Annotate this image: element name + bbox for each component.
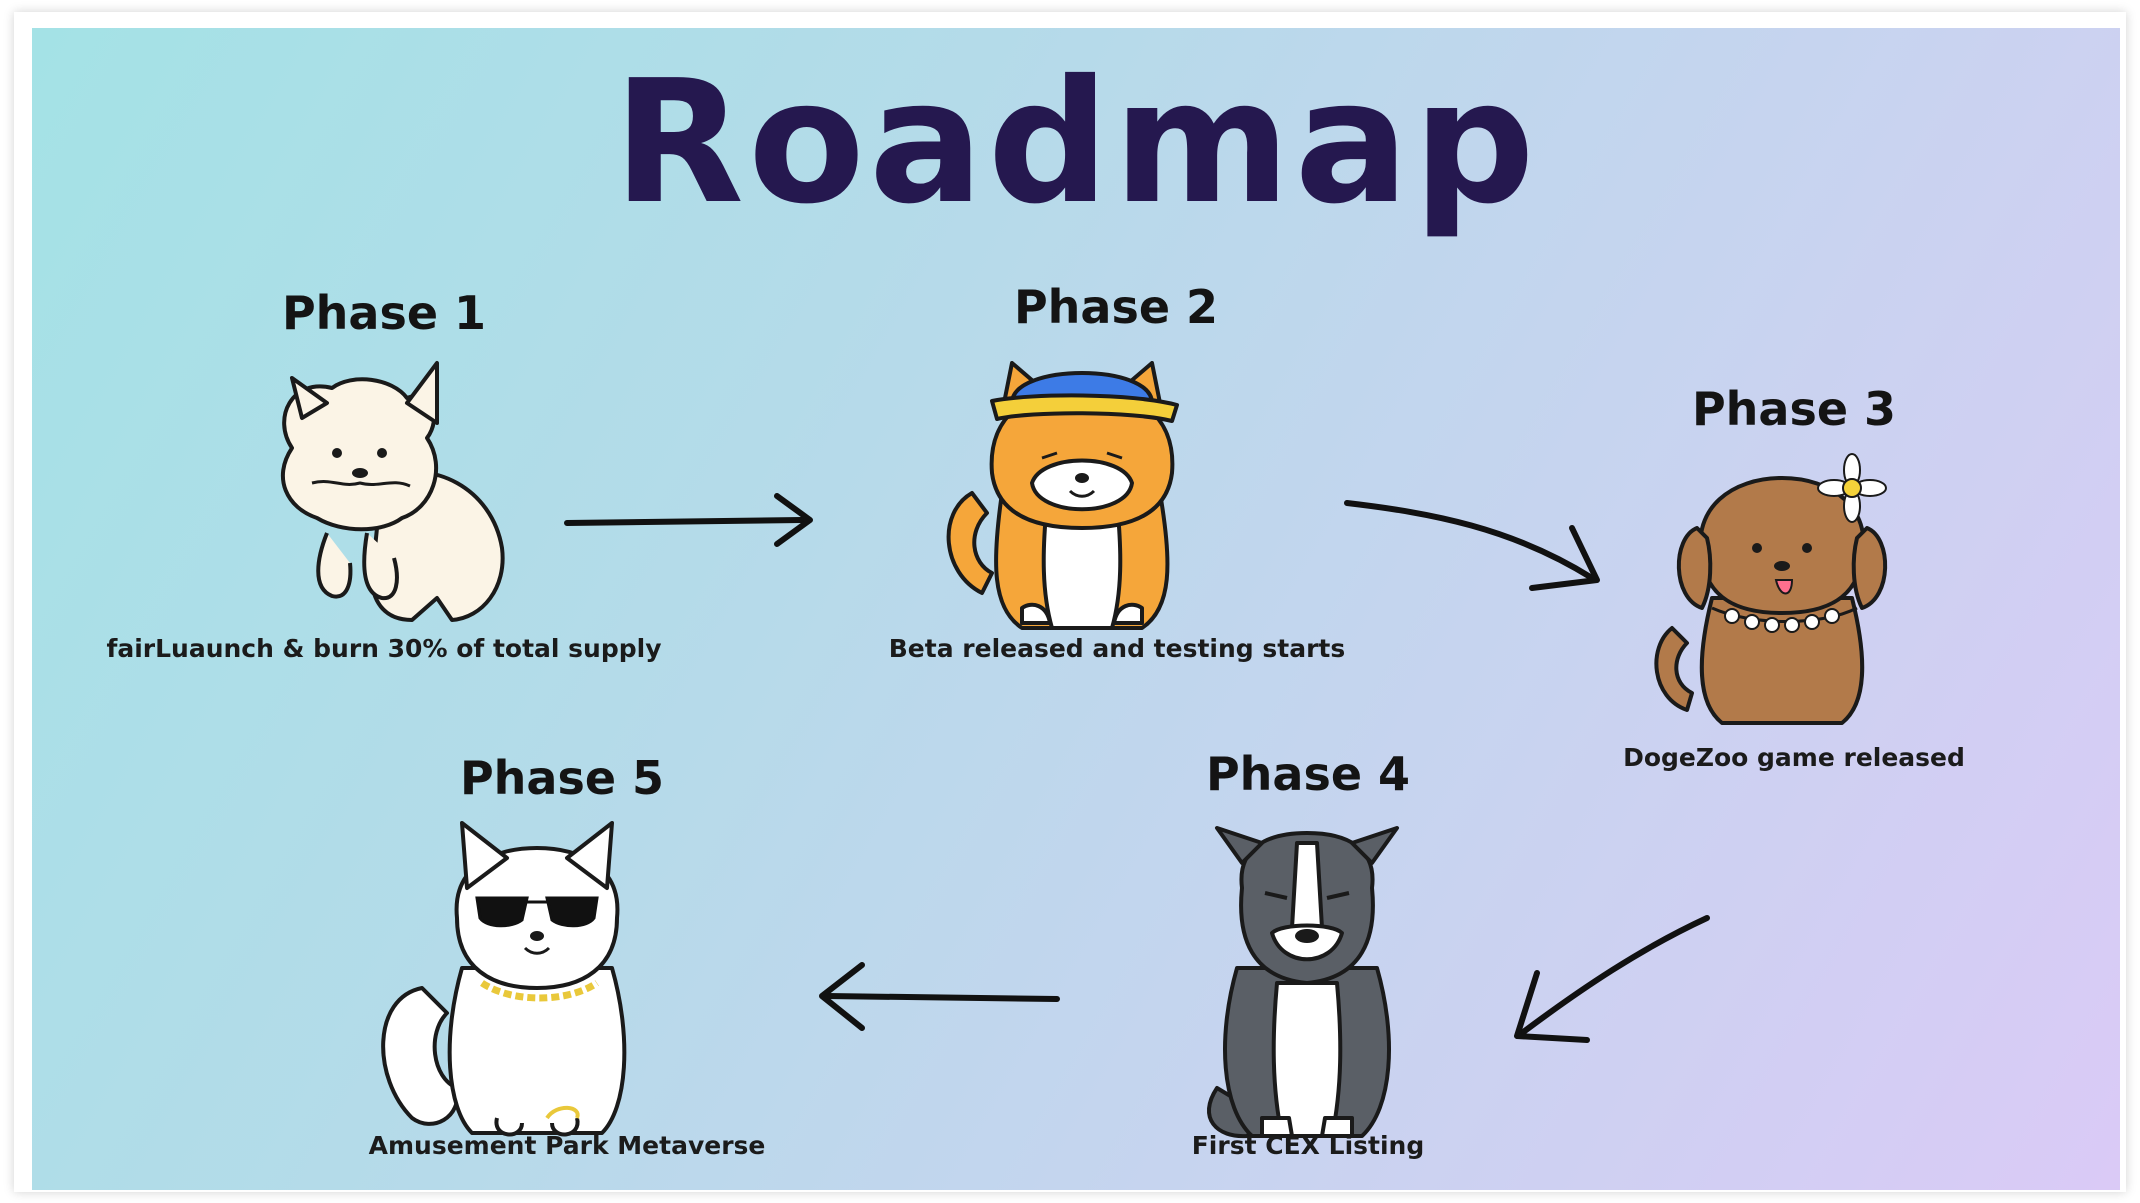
phase-1-caption: fairLuaunch & burn 30% of total supply: [106, 634, 662, 663]
phase-4-heading: Phase 4: [1205, 747, 1411, 801]
shih-tzu-dog-icon: [281, 361, 505, 622]
arrow-right-icon: [564, 493, 813, 547]
phase-2-heading: Phase 2: [1013, 280, 1219, 334]
phase-5-heading: Phase 5: [459, 751, 665, 805]
phase-5-caption: Amusement Park Metaverse: [368, 1131, 766, 1160]
phase-3-caption: DogeZoo game released: [1623, 743, 1965, 772]
poodle-flower-icon: [1654, 453, 1888, 725]
phase-3-heading: Phase 3: [1691, 382, 1897, 436]
phase-2-caption: Beta released and testing starts: [888, 634, 1346, 663]
arrow-down-right-icon: [1344, 500, 1600, 591]
roadmap-title: Roadmap: [613, 44, 1539, 242]
shiba-dog-cap-icon: [946, 361, 1179, 630]
phase-1-heading: Phase 1: [281, 286, 487, 340]
arrow-down-left-icon: [1514, 915, 1710, 1043]
roadmap-canvas: Roadmap Phase 1 fairLuaunch & burn 30% o…: [32, 28, 2120, 1190]
arrow-left-icon: [819, 962, 1060, 1031]
phase-4-caption: First CEX Listing: [1191, 1131, 1425, 1160]
white-cat-sunglasses-icon: [381, 821, 627, 1137]
pitbull-dog-icon: [1206, 826, 1399, 1139]
